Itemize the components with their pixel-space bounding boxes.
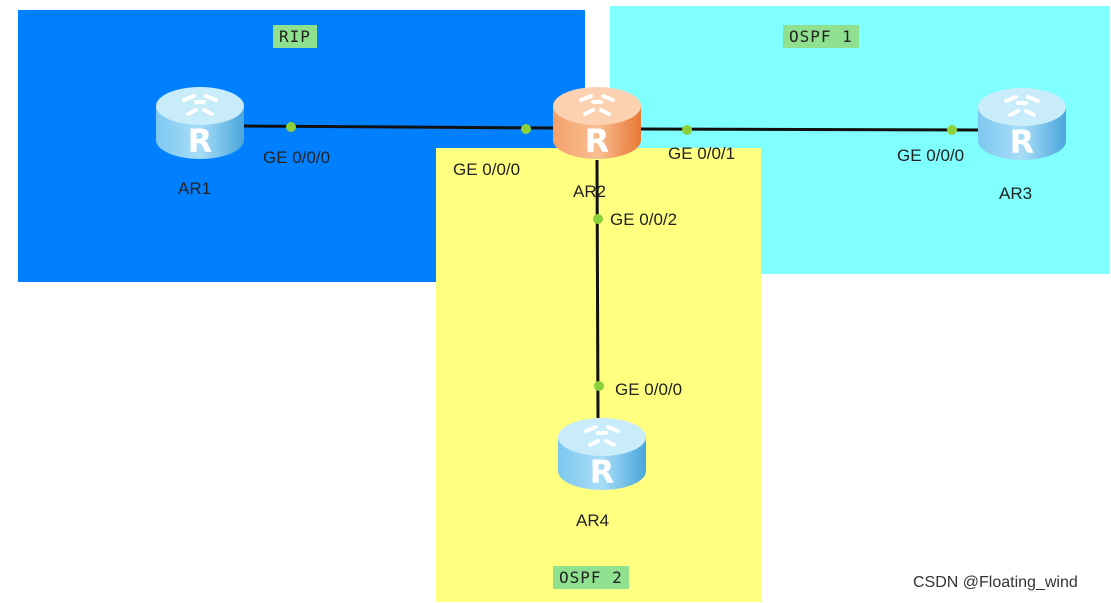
area-label-ospf2: OSPF 2 — [553, 566, 629, 589]
router-ar4[interactable]: R — [556, 415, 648, 493]
svg-text:R: R — [585, 122, 610, 160]
port-dot-ar2-g002[interactable] — [593, 214, 603, 224]
interface-label-ar1-g000: GE 0/0/0 — [263, 148, 331, 167]
router-ar2[interactable]: R — [551, 84, 643, 162]
router-name-ar3: AR3 — [999, 184, 1033, 203]
port-dot-ar2-g001[interactable] — [682, 125, 692, 135]
link-ar2-ar3[interactable] — [639, 127, 981, 132]
port-dot-ar1-g000[interactable] — [286, 122, 296, 132]
router-ar3[interactable]: R — [976, 85, 1068, 163]
router-icon: R — [156, 87, 244, 160]
router-icon: R — [553, 87, 641, 160]
router-name-ar4: AR4 — [576, 511, 610, 530]
interface-label-ar3-g000: GE 0/0/0 — [897, 146, 965, 165]
interface-label-ar4-g000: GE 0/0/0 — [615, 380, 683, 399]
area-label-ospf1: OSPF 1 — [783, 25, 859, 48]
router-name-ar2: AR2 — [573, 182, 607, 201]
port-dot-ar3-g000[interactable] — [947, 125, 957, 135]
port-dot-ar2-g000[interactable] — [521, 124, 531, 134]
router-name-ar1: AR1 — [178, 179, 212, 198]
area-label-rip: RIP — [273, 25, 317, 48]
router-icon: R — [558, 418, 646, 491]
interface-label-ar2-g002: GE 0/0/2 — [610, 210, 678, 229]
svg-text:R: R — [590, 453, 615, 491]
watermark: CSDN @Floating_wind — [913, 574, 1078, 591]
router-icon: R — [978, 88, 1066, 161]
interface-label-ar2-g001: GE 0/0/1 — [668, 144, 736, 163]
svg-text:R: R — [188, 122, 213, 160]
interface-label-ar2-g000: GE 0/0/0 — [453, 160, 521, 179]
port-dot-ar4-g000[interactable] — [594, 381, 604, 391]
link-ar2-ar4[interactable] — [595, 159, 600, 419]
svg-text:R: R — [1010, 123, 1035, 161]
router-ar1[interactable]: R — [154, 84, 246, 162]
